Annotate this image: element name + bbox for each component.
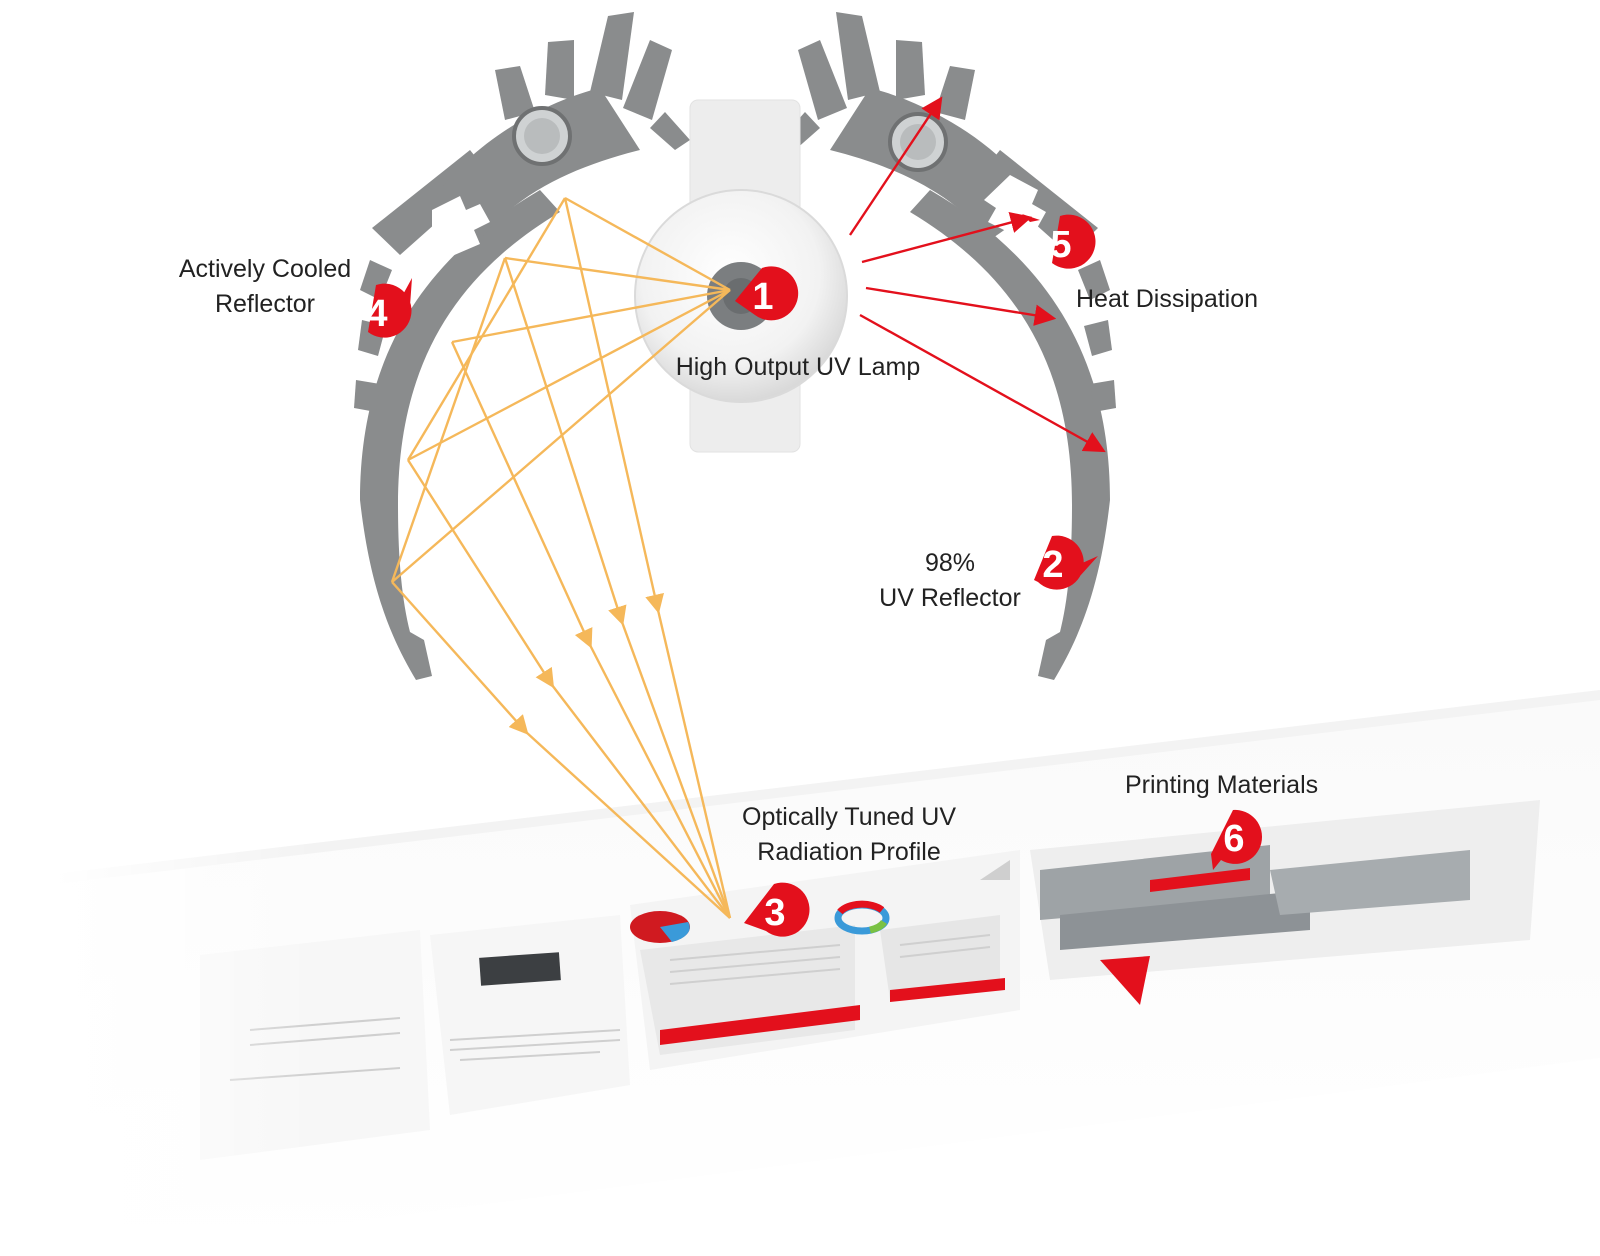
- left-cooling-channel: [432, 196, 490, 256]
- label-profile: Optically Tuned UV Radiation Profile: [724, 800, 974, 870]
- badge-3-number: 3: [764, 892, 786, 934]
- label-reflector-line-2: UV Reflector: [879, 584, 1021, 612]
- badge-2: 2: [1026, 538, 1080, 592]
- reflector-right-arm: [910, 190, 1110, 680]
- label-reflector: 98% UV Reflector: [860, 546, 1040, 616]
- printing-sheet: [55, 690, 1600, 1256]
- heat-arrows: [849, 96, 1106, 453]
- badge-6-number: 6: [1223, 818, 1245, 860]
- label-profile-line-2: Radiation Profile: [757, 838, 941, 866]
- badge-5: 5: [1034, 218, 1088, 272]
- badge-4-number: 4: [366, 293, 388, 335]
- badge-1-number: 1: [752, 276, 774, 318]
- badge-5-number: 5: [1050, 224, 1072, 266]
- label-cooled-line-1: Actively Cooled: [178, 255, 352, 283]
- label-profile-line-1: Optically Tuned UV: [742, 803, 956, 831]
- label-cooled: Actively Cooled Reflector: [160, 252, 370, 322]
- label-heat: Heat Dissipation: [1076, 285, 1259, 313]
- badge-3: 3: [748, 886, 802, 940]
- badge-shapes: [368, 214, 1263, 937]
- badge-6: 6: [1207, 812, 1261, 866]
- reflector-left-arm: [360, 190, 560, 680]
- badge-1: 1: [736, 270, 790, 324]
- badge-4: 4: [350, 287, 404, 341]
- label-reflector-line-1: 98%: [924, 549, 976, 577]
- label-lamp: High Output UV Lamp: [675, 353, 921, 381]
- uv-rays: [390, 196, 732, 919]
- label-cooled-line-2: Reflector: [214, 290, 316, 318]
- label-printing: Printing Materials: [1125, 771, 1319, 799]
- badge-2-number: 2: [1042, 544, 1064, 586]
